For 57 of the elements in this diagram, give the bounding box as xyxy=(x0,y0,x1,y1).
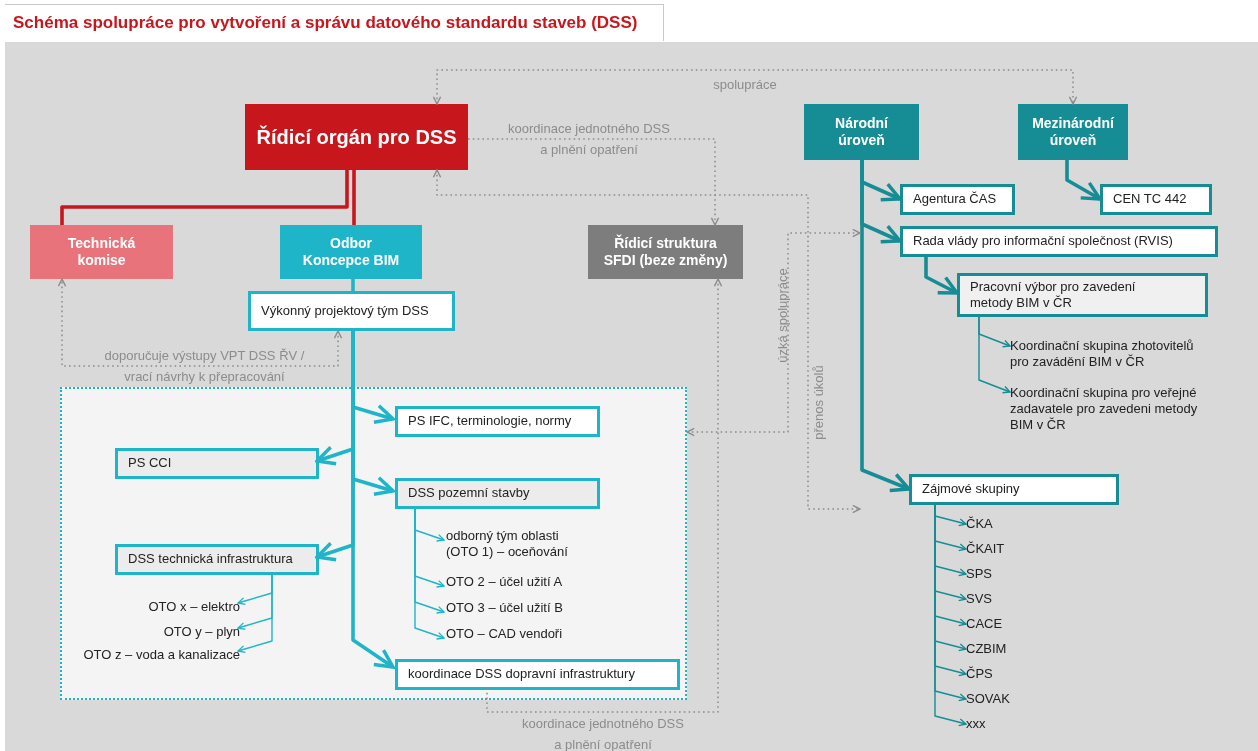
org-box: Rada vlády pro informační společnost (RVIS) xyxy=(900,226,1218,257)
team-box: PS IFC, terminologie, normy xyxy=(395,406,600,437)
edge-label: koordinace jednotného DSS a plnění opatření xyxy=(507,120,671,159)
arrow xyxy=(1065,160,1102,201)
group-label: ČKA xyxy=(966,514,1046,534)
group-label: OTO z – voda a kanalizace xyxy=(38,643,240,663)
arrow xyxy=(686,228,861,437)
group-label: SOVAK xyxy=(966,689,1046,709)
edge-label: přenos úkolů xyxy=(809,364,827,442)
org-box: Řídicí struktura SFDI (beze změny) xyxy=(588,225,743,279)
arrow xyxy=(432,69,1078,105)
org-box: CEN TC 442 xyxy=(1100,184,1212,215)
group-label: CZBIM xyxy=(966,639,1046,659)
level-box: Národní úroveň xyxy=(804,104,919,160)
arrow xyxy=(860,160,911,493)
org-box: Pracovní výbor pro zavedení metody BIM v ČR xyxy=(957,273,1208,317)
org-box: Agentura ČAS xyxy=(900,184,1015,215)
edge-label: úzká spolupráce xyxy=(773,267,791,365)
group-label: OTO y – plyn xyxy=(102,620,240,640)
edge-label: doporučuje výstupy VPT DSS ŘV / vrací návrhy k přepracování xyxy=(103,347,306,386)
group-label: OTO 3 – účel užití B xyxy=(446,598,596,618)
group-label: SVS xyxy=(966,589,1046,609)
edge-label: koordinace jednotného DSS a plnění opatření xyxy=(521,715,685,751)
org-box: Zájmové skupiny xyxy=(909,474,1119,505)
group-container xyxy=(60,387,687,700)
org-box: Odbor Koncepce BIM xyxy=(280,225,422,279)
arrow xyxy=(237,572,273,653)
group-label: ČPS xyxy=(966,664,1046,684)
arrow xyxy=(57,278,343,367)
team-box: PS CCI xyxy=(115,448,319,479)
arrow xyxy=(467,138,720,226)
group-label: Koordinační skupina zhotovitelů pro zavádění BIM v ČR xyxy=(1010,336,1215,372)
org-box: Řídicí orgán pro DSS xyxy=(245,104,468,170)
connector-line xyxy=(351,279,355,291)
edge-label: spolupráce xyxy=(712,76,778,94)
arrow xyxy=(486,278,723,713)
org-box: Technická komise xyxy=(30,225,173,279)
group-label: ČKAIT xyxy=(966,539,1046,559)
group-label: OTO 2 – účel užití A xyxy=(446,572,596,592)
team-box: Výkonný projektový tým DSS xyxy=(248,291,455,331)
connector-line xyxy=(352,170,356,225)
connector-line xyxy=(60,170,349,225)
group-label: OTO – CAD vendoři xyxy=(446,624,596,644)
arrow xyxy=(924,257,959,295)
team-box: DSS technická infrastruktura xyxy=(115,544,319,575)
diagram-title: Schéma spolupráce pro vytvoření a správu datového standardu staveb (DSS) xyxy=(5,4,665,41)
arrow xyxy=(978,316,1011,394)
group-label: xxx xyxy=(966,714,1046,734)
group-label: Koordinační skupina pro veřejné zadavatele pro zavedeni metody BIM v ČR xyxy=(1010,382,1215,436)
team-box: DSS pozemní stavby xyxy=(395,478,600,509)
group-label: SPS xyxy=(966,564,1046,584)
group-label: CACE xyxy=(966,614,1046,634)
team-box: koordinace DSS dopravní infrastruktury xyxy=(395,659,680,690)
group-label: OTO x – elektro xyxy=(102,595,240,615)
arrow xyxy=(432,169,861,514)
group-label: odborný tým oblasti (OTO 1) – oceňování xyxy=(446,526,588,562)
level-box: Mezinárodní úroveň xyxy=(1018,104,1128,160)
